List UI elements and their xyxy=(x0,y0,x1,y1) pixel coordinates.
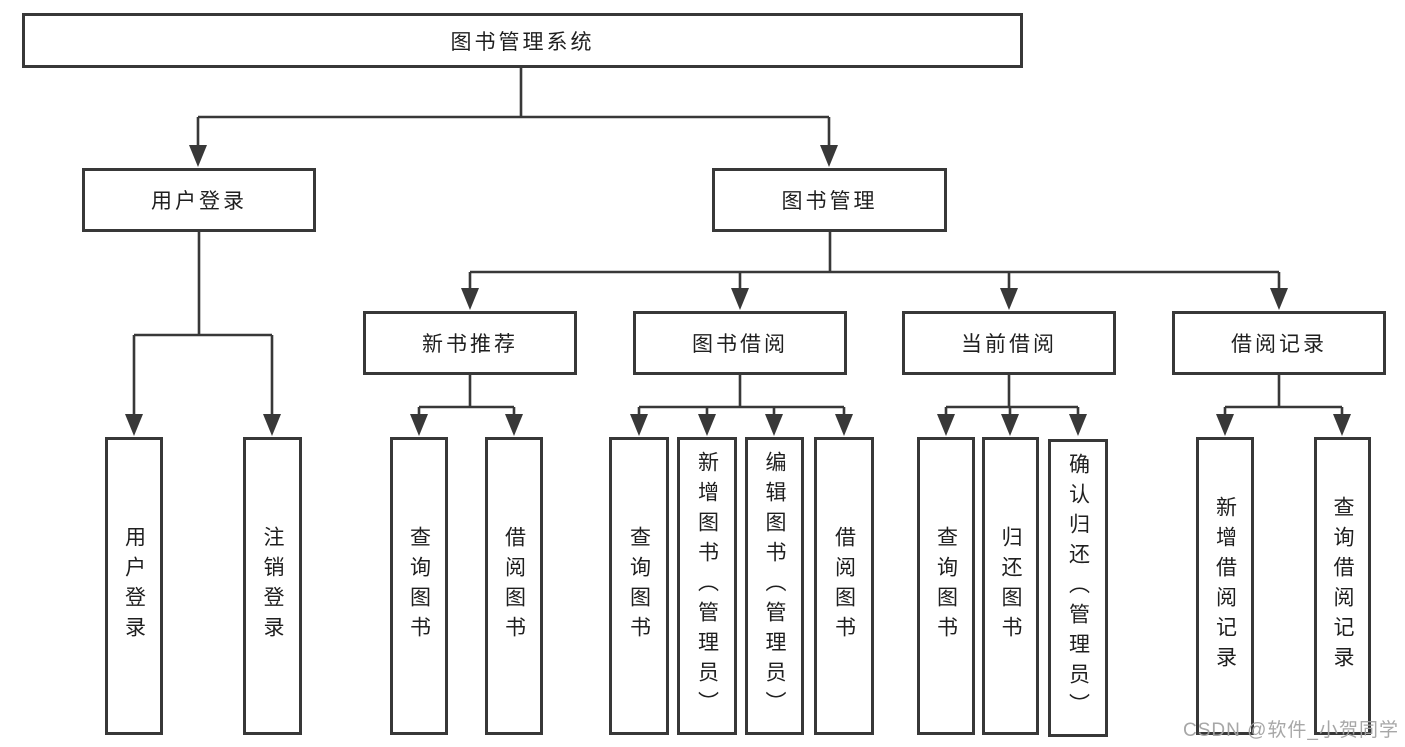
leaf-borrow-books-1-label: 借阅图书 xyxy=(502,526,526,646)
leaf-query-books-3: 查询图书 xyxy=(917,437,975,735)
leaf-add-borrow-record: 新增借阅记录 xyxy=(1196,437,1254,735)
leaf-query-books-1: 查询图书 xyxy=(390,437,448,735)
leaf-user-login: 用户登录 xyxy=(105,437,163,735)
leaf-query-books-2: 查询图书 xyxy=(609,437,669,735)
leaf-logout: 注销登录 xyxy=(243,437,302,735)
node-root-label: 图书管理系统 xyxy=(450,30,595,54)
node-book-management-label: 图书管理 xyxy=(781,190,878,213)
leaf-query-books-3-label: 查询图书 xyxy=(934,526,958,646)
node-book-borrowing-label: 图书借阅 xyxy=(692,333,788,356)
leaf-borrow-books-2: 借阅图书 xyxy=(814,437,874,735)
node-root: 图书管理系统 xyxy=(22,13,1023,68)
leaf-query-books-1-label: 查询图书 xyxy=(407,526,431,646)
leaf-return-books: 归还图书 xyxy=(982,437,1039,735)
leaf-add-books-admin-label: 新增图书（管理员） xyxy=(695,451,719,721)
leaf-edit-books-admin-label: 编辑图书（管理员） xyxy=(763,451,786,721)
leaf-add-borrow-record-label: 新增借阅记录 xyxy=(1213,496,1237,676)
leaf-query-borrow-record-label: 查询借阅记录 xyxy=(1331,496,1354,676)
leaf-borrow-books-2-label: 借阅图书 xyxy=(832,526,856,646)
leaf-query-borrow-record: 查询借阅记录 xyxy=(1314,437,1371,735)
node-borrowing-records: 借阅记录 xyxy=(1172,311,1386,375)
node-current-borrowing-label: 当前借阅 xyxy=(961,333,1057,356)
node-user-login: 用户登录 xyxy=(82,168,316,232)
leaf-edit-books-admin: 编辑图书（管理员） xyxy=(745,437,804,735)
leaf-confirm-return-admin: 确认归还（管理员） xyxy=(1048,439,1108,737)
node-book-borrowing: 图书借阅 xyxy=(633,311,847,375)
leaf-user-login-label: 用户登录 xyxy=(122,526,146,646)
csdn-watermark: CSDN @软件_小贺同学 xyxy=(1183,720,1399,741)
node-current-borrowing: 当前借阅 xyxy=(902,311,1116,375)
leaf-borrow-books-1: 借阅图书 xyxy=(485,437,543,735)
leaf-add-books-admin: 新增图书（管理员） xyxy=(677,437,737,735)
node-new-book-recommend: 新书推荐 xyxy=(363,311,577,375)
leaf-query-books-2-label: 查询图书 xyxy=(627,526,651,646)
node-borrowing-records-label: 借阅记录 xyxy=(1231,333,1327,356)
node-user-login-label: 用户登录 xyxy=(151,190,247,213)
leaf-logout-label: 注销登录 xyxy=(261,526,284,646)
leaf-confirm-return-admin-label: 确认归还（管理员） xyxy=(1066,453,1090,723)
node-new-book-recommend-label: 新书推荐 xyxy=(422,333,518,356)
node-book-management: 图书管理 xyxy=(712,168,947,232)
leaf-return-books-label: 归还图书 xyxy=(999,526,1022,646)
